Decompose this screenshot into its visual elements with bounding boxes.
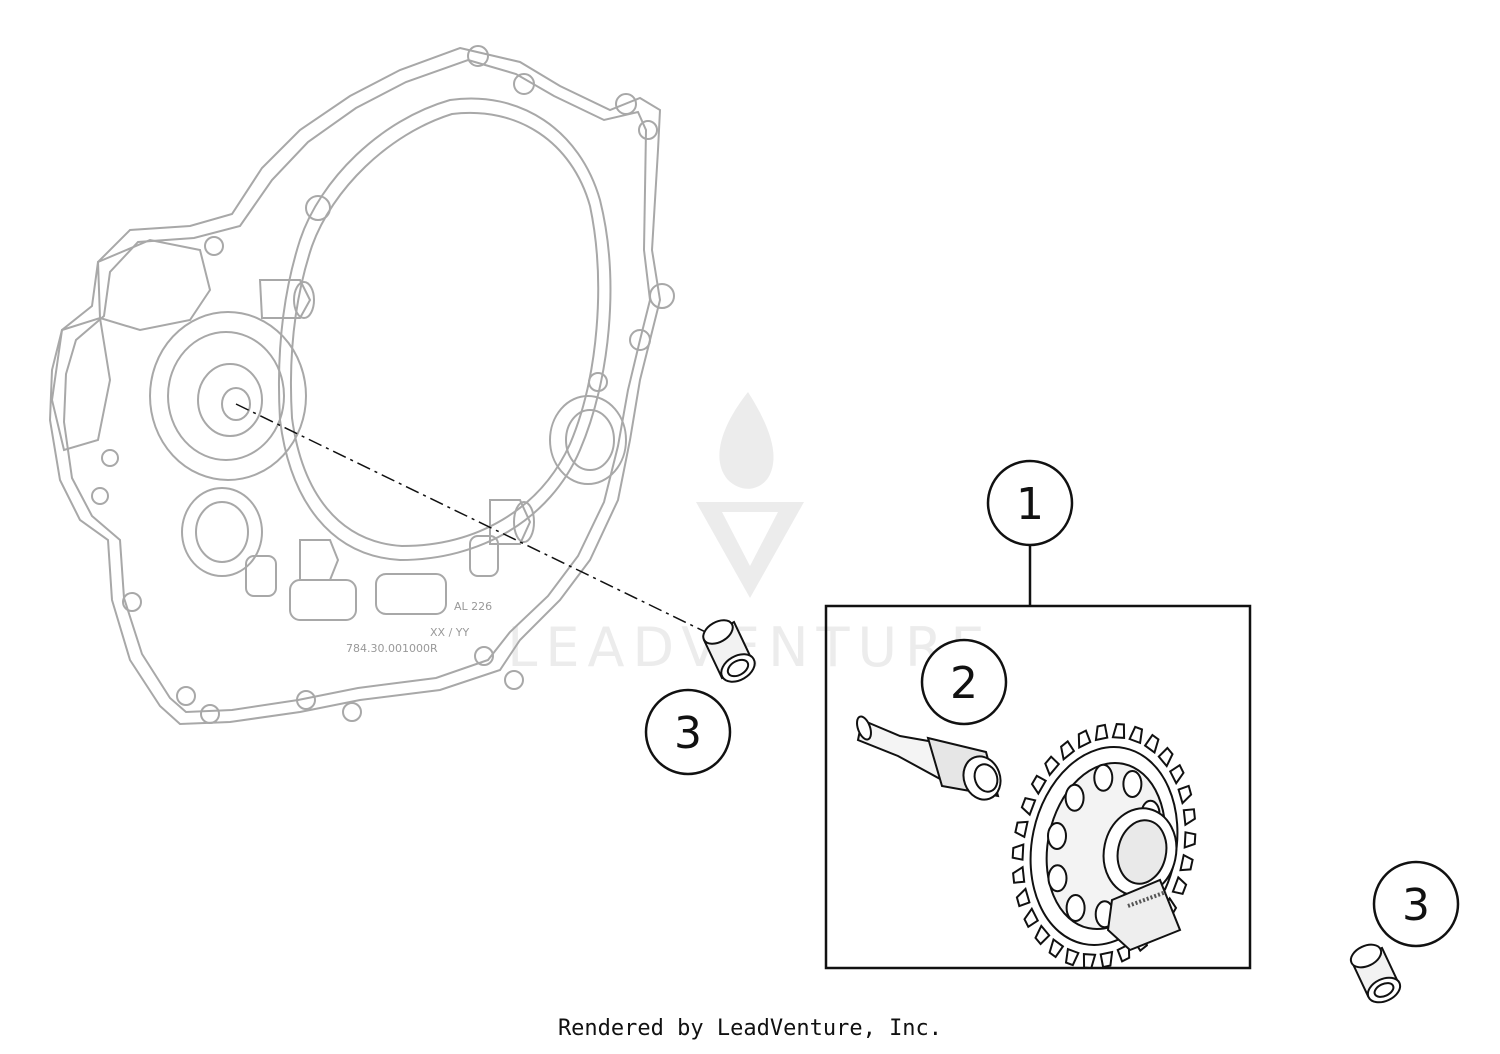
alignment-line [235,403,723,641]
gear-tooth [1077,729,1092,750]
clutch-cover: AL 226 784.30.001000R XX / YY [48,45,675,726]
cast-part-number: 784.30.001000R [346,642,438,655]
gear-tooth [1116,942,1131,963]
watermark-v-icon [696,502,804,598]
gear-tooth [1064,947,1080,967]
callout-3-right-label: 3 [1402,880,1430,931]
callout-1: 1 [986,459,1074,547]
bushing-left [702,619,756,683]
gear-tooth [1030,774,1048,796]
gear-tooth [1015,887,1031,908]
gear-hole [1093,763,1114,792]
gear-hole [1047,864,1068,893]
gear-tooth [1011,843,1025,861]
gear-tooth [1171,875,1188,895]
gear-tooth [1048,937,1065,959]
callout-1-label: 1 [1016,479,1044,530]
callout-3-left-label: 3 [674,708,702,759]
callout-3-right: 3 [1372,860,1460,948]
cast-date-code: XX / YY [430,626,469,639]
gear-tooth [1060,739,1076,762]
callout-2-label: 2 [950,658,978,709]
watermark: LEADVENTURE [507,392,985,679]
gear-tooth [1111,723,1126,739]
gear-hole [1065,894,1086,922]
gear-tooth [1044,755,1061,777]
gear-hole [1122,770,1143,798]
gear-tooth [1094,723,1109,742]
gear-tooth [1182,808,1196,827]
gear-hole [1047,822,1067,850]
watermark-flame-icon [719,392,774,489]
cast-material: AL 226 [454,600,492,613]
gear-tooth [1012,865,1026,884]
gear-tooth [1020,797,1037,817]
gear-tooth [1179,853,1194,872]
footer-credit: Rendered by LeadVenture, Inc. [557,1016,943,1041]
gear-tooth [1183,831,1197,849]
gear-tooth [1128,725,1144,745]
kickstarter-shaft [856,715,1002,801]
gear-tooth [1099,950,1114,969]
assembly-box [824,604,1252,970]
gear-tooth [1168,763,1185,786]
kickstarter-gear [1011,723,1197,969]
callout-3-left: 3 [644,688,732,776]
gear-tooth [1157,746,1174,768]
bushing-right [1349,943,1402,1004]
gear-tooth [1014,820,1029,839]
callout-2: 2 [920,638,1008,726]
gear-tooth [1023,906,1040,929]
gear-tooth [1143,733,1160,755]
gear-tooth [1177,784,1193,805]
gear-tooth [1034,924,1051,946]
gear-hole [1064,783,1085,812]
gear-tooth [1082,953,1097,969]
